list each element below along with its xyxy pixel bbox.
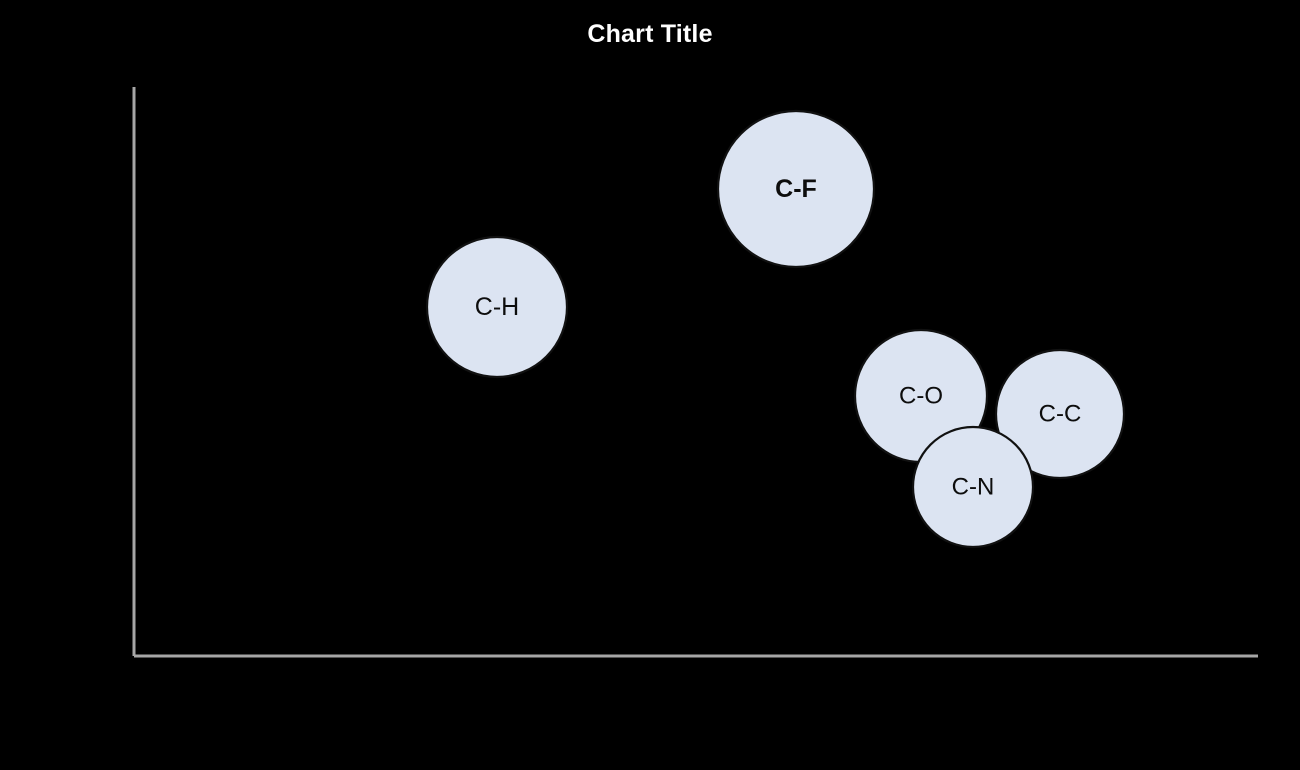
bubble-series: C-H C-F C-O C-C C-N xyxy=(425,109,1126,549)
chart-title: Chart Title xyxy=(587,20,713,48)
bubble-label: C-C xyxy=(1039,401,1082,428)
bubble-circle[interactable] xyxy=(425,235,569,379)
bubble-c-h[interactable]: C-H xyxy=(425,235,569,379)
bubble-circle[interactable] xyxy=(716,109,876,269)
bubble-c-c[interactable]: C-C xyxy=(994,348,1126,480)
bubble-circle[interactable] xyxy=(911,425,1035,549)
bubble-label: C-N xyxy=(952,474,995,501)
bubble-c-n[interactable]: C-N xyxy=(911,425,1035,549)
bubble-label: C-O xyxy=(899,383,943,410)
bubble-circle[interactable] xyxy=(994,348,1126,480)
bubble-c-f[interactable]: C-F xyxy=(716,109,876,269)
bubble-label: C-H xyxy=(475,293,519,321)
bubble-label: C-F xyxy=(775,175,817,203)
